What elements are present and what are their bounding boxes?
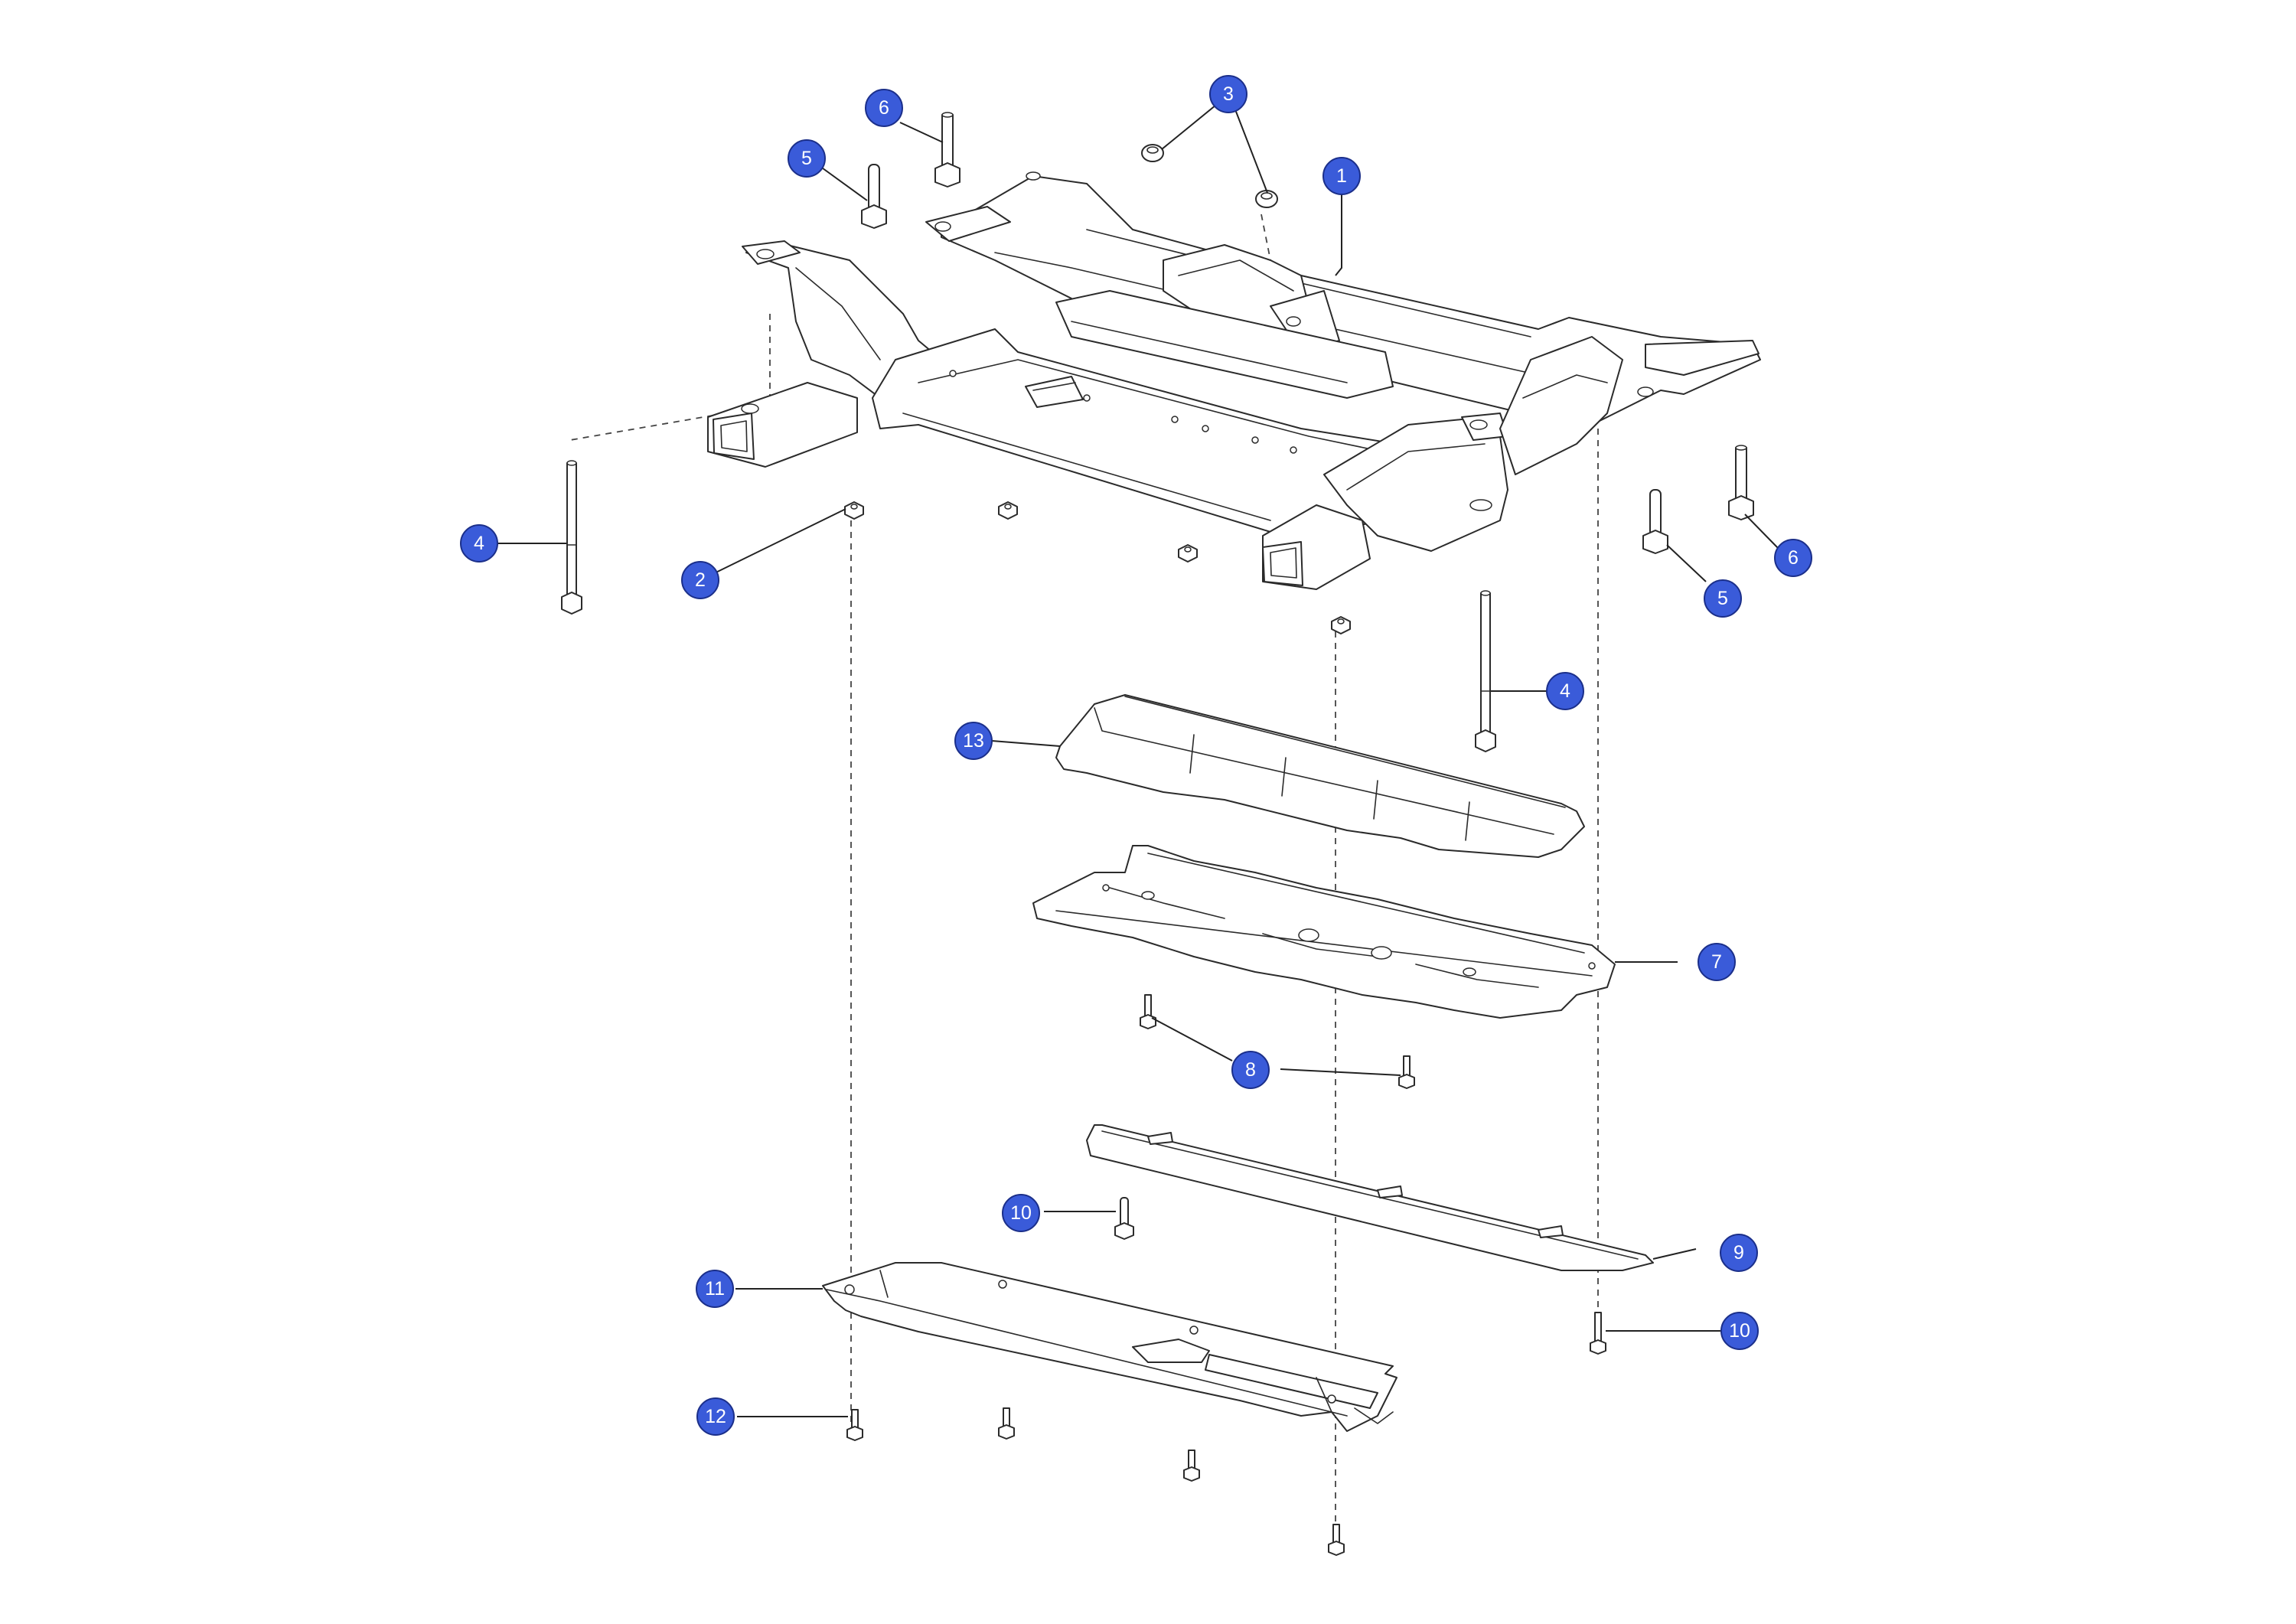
callout-9-badge [1720, 1234, 1758, 1272]
callout-7-number: 7 [1711, 951, 1722, 973]
cap-group [1141, 144, 1278, 208]
callout-12-number: 12 [705, 1406, 726, 1427]
callout-3: 3 [1209, 75, 1247, 113]
callout-1-badge [1322, 157, 1361, 195]
callout-12-badge [696, 1397, 735, 1436]
callout-10-left-badge [1002, 1194, 1040, 1232]
bottom-screw-group [846, 1407, 1345, 1556]
long-bolt-right [1475, 590, 1496, 752]
screw-8b [1398, 1055, 1415, 1089]
callout-10-left: 10 [1002, 1194, 1040, 1232]
callout-6-right-badge [1774, 539, 1812, 577]
callout-1: 1 [1322, 157, 1361, 195]
skid-plate [1032, 845, 1616, 1019]
screw-12 [846, 1409, 863, 1441]
callout-6-right-number: 6 [1788, 547, 1799, 569]
callout-4-left-number: 4 [474, 533, 484, 554]
callout-13: 13 [954, 722, 993, 760]
cap [1255, 190, 1278, 208]
callout-10-right-badge [1720, 1312, 1759, 1350]
callout-13-badge [954, 722, 993, 760]
callout-7: 7 [1698, 943, 1736, 981]
callout-9: 9 [1720, 1234, 1758, 1272]
upper-cover [1055, 694, 1585, 858]
callout-4-left: 4 [460, 524, 498, 563]
shield [1086, 1124, 1654, 1271]
screw-10b [1590, 1312, 1606, 1355]
callout-2-number: 2 [695, 569, 706, 591]
bolt-5-left [861, 164, 887, 229]
callout-10-left-number: 10 [1010, 1202, 1032, 1224]
nut [1331, 616, 1351, 634]
callout-5-right-number: 5 [1717, 588, 1728, 609]
cap [1141, 144, 1164, 162]
callout-6-left-number: 6 [879, 97, 889, 119]
callout-8: 8 [1231, 1051, 1270, 1089]
callout-3-number: 3 [1223, 83, 1234, 105]
callout-8-badge [1231, 1051, 1270, 1089]
subframe [707, 171, 1761, 590]
callout-2: 2 [681, 561, 719, 599]
long-bolt-left [561, 460, 582, 615]
bolt-6-left [934, 112, 960, 188]
nut-group [844, 501, 1351, 634]
callout-1-number: 1 [1336, 165, 1347, 187]
screw-10a [1114, 1197, 1134, 1240]
callout-3-badge [1209, 75, 1247, 113]
callout-6-left: 6 [865, 89, 903, 127]
callout-13-number: 13 [963, 730, 984, 752]
nut [1178, 544, 1198, 563]
callout-5-left-badge [788, 139, 826, 178]
callout-11-number: 11 [705, 1278, 725, 1300]
screw-12 [1183, 1450, 1200, 1482]
bolt-6-right [1728, 445, 1754, 520]
callout-5-right-badge [1704, 579, 1742, 618]
callout-6-right: 6 [1774, 539, 1812, 577]
nut [998, 501, 1018, 520]
callout-11: 11 [696, 1270, 734, 1308]
callout-5-left-number: 5 [801, 148, 812, 169]
callout-5-left: 5 [788, 139, 826, 178]
callout-8-number: 8 [1245, 1059, 1256, 1081]
bolt-5-right [1642, 489, 1668, 554]
screw-12 [998, 1407, 1015, 1440]
lower-channel [822, 1262, 1397, 1432]
screw-12 [1328, 1524, 1345, 1556]
callout-4-right-badge [1546, 672, 1584, 710]
callout-11-badge [696, 1270, 734, 1308]
callout-4-right: 4 [1546, 672, 1584, 710]
callout-5-right: 5 [1704, 579, 1742, 618]
callout-9-number: 9 [1733, 1242, 1744, 1264]
callout-2-badge [681, 561, 719, 599]
callout-10-right-number: 10 [1729, 1320, 1750, 1342]
nut [844, 501, 864, 520]
callout-10-right: 10 [1720, 1312, 1759, 1350]
callout-6-left-badge [865, 89, 903, 127]
callout-4-left-badge [460, 524, 498, 563]
callout-7-badge [1698, 943, 1736, 981]
callout-4-right-number: 4 [1560, 680, 1570, 702]
screw-8a [1140, 994, 1156, 1029]
callout-12: 12 [696, 1397, 735, 1436]
